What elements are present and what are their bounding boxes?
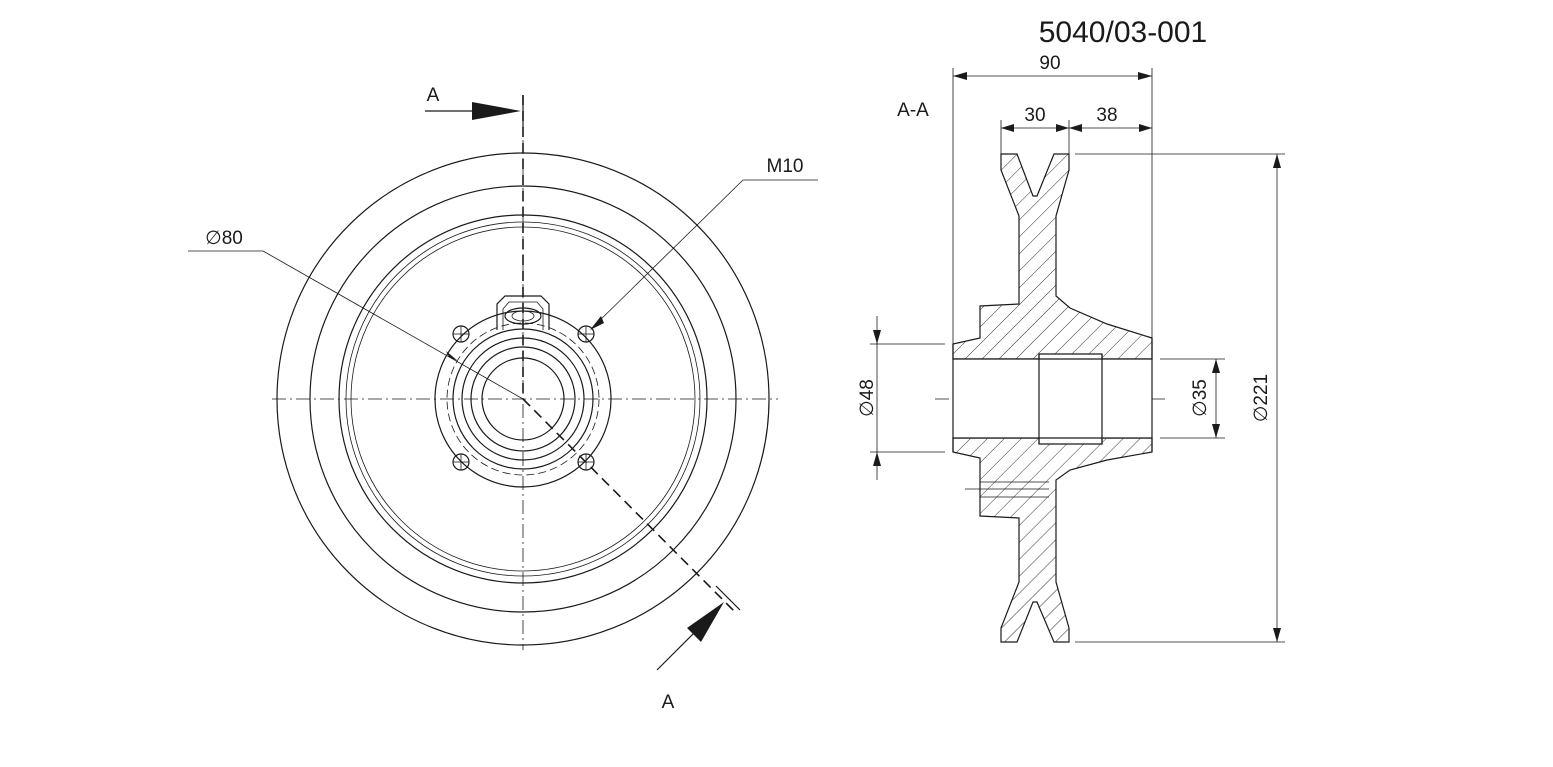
bolt-circle-leader-arrow	[446, 351, 458, 361]
bore-chamfer	[470, 346, 576, 452]
dimension-hub-diameter: ∅48	[857, 316, 881, 480]
bolt-circle-label: ∅80	[205, 228, 243, 249]
set-screw-hole	[965, 481, 1049, 498]
section-lower-half	[952, 437, 1153, 643]
bolt-circle-leader	[262, 250, 524, 400]
section-marker-bottom: A	[662, 692, 675, 713]
dim-overall-width: 90	[1039, 53, 1060, 74]
section-cut-line-diagonal	[522, 398, 736, 613]
front-view: A A ∅80 M10	[188, 85, 818, 713]
bolt-hole-icon	[577, 325, 595, 343]
dimension-groove-width: 30	[1001, 105, 1069, 132]
thread-leader-arrow	[590, 316, 604, 330]
dim-hub-diameter: ∅48	[857, 379, 878, 417]
section-marker-top: A	[427, 85, 440, 106]
dim-groove-width: 30	[1024, 105, 1045, 126]
bore-relief-groove	[1038, 354, 1103, 444]
bolt-hole-icon	[452, 325, 470, 343]
thread-leader	[591, 179, 744, 329]
groove-bottom-inner	[345, 221, 701, 577]
dimension-overall-width: 90	[953, 53, 1152, 80]
dimension-hub-width: 38	[1069, 105, 1152, 132]
dim-outer-diameter: ∅221	[1251, 374, 1272, 422]
bore-interior	[953, 359, 1152, 438]
dim-bore-diameter: ∅35	[1190, 379, 1211, 417]
dimension-outer-diameter: ∅221	[1251, 154, 1281, 642]
section-title: A-A	[897, 100, 929, 121]
section-arrow-top-head	[472, 102, 521, 120]
section-view: A-A 90	[857, 53, 1285, 643]
dimension-bore-diameter: ∅35	[1190, 359, 1220, 438]
pulley-groove-edge	[309, 185, 737, 613]
bolt-circle	[446, 322, 600, 476]
section-cut-end-bottom	[715, 585, 741, 611]
bolt-hole-icon	[452, 453, 470, 471]
thread-label: M10	[767, 156, 804, 177]
section-arrow-bottom-shaft	[656, 631, 696, 671]
section-upper-half	[952, 153, 1153, 360]
dim-hub-width: 38	[1096, 105, 1117, 126]
section-arrow-bottom-head	[687, 602, 724, 642]
drawing-number: 5040/03-001	[1039, 16, 1208, 49]
